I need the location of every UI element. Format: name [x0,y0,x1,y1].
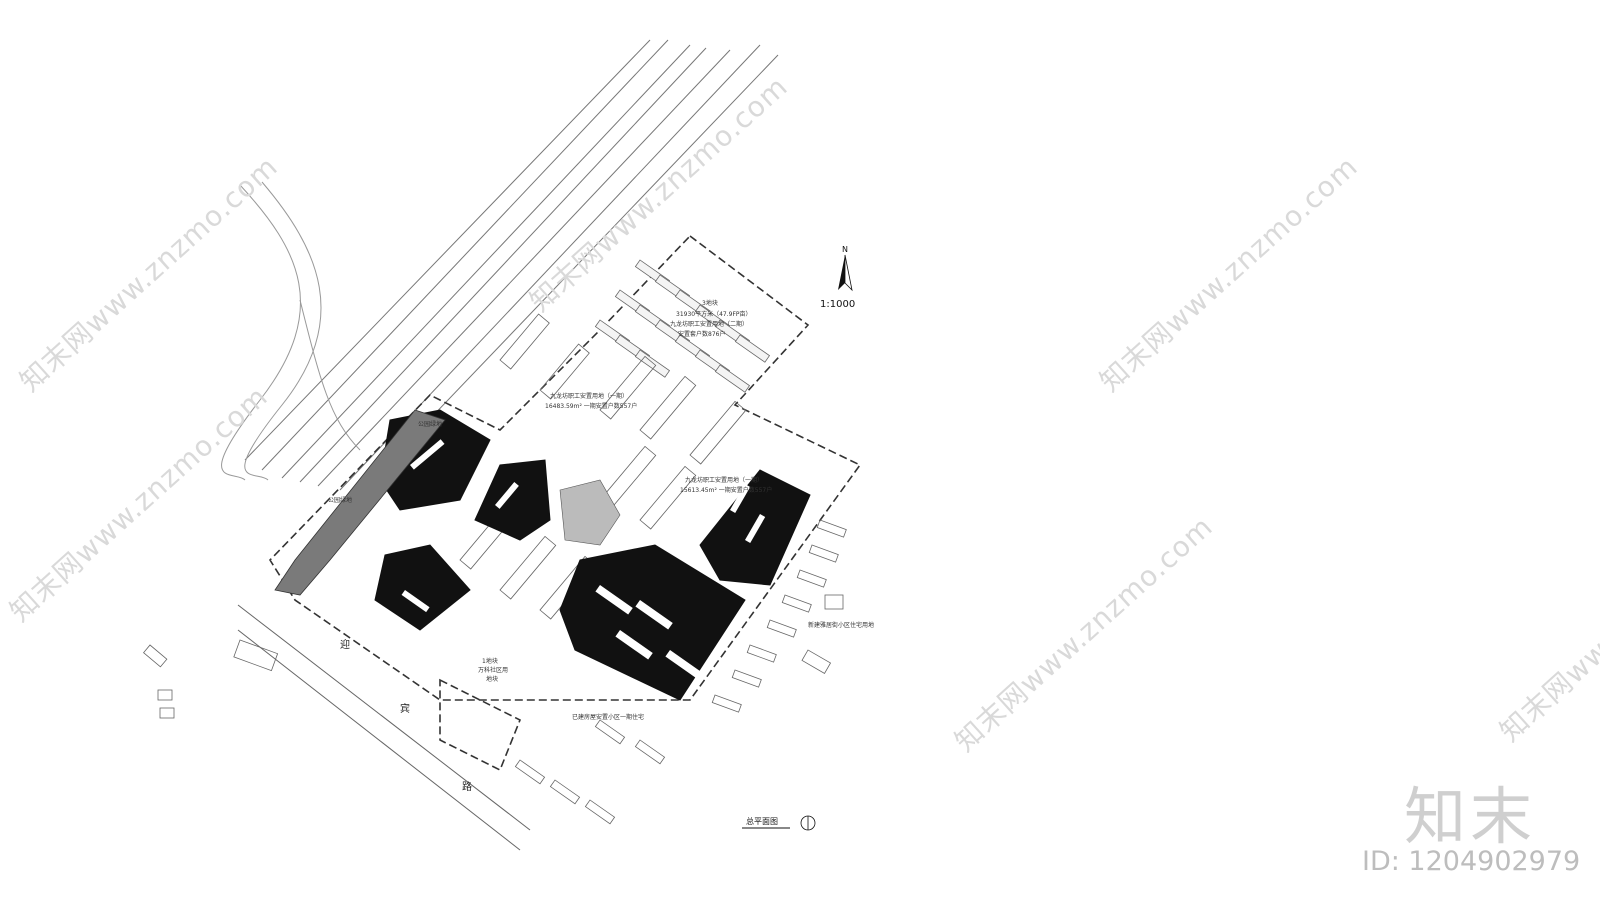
north-block-buildings [594,259,771,393]
block-area-label: 31930平方米（47.9FP亩） [676,310,752,318]
plan-title: 总平面图 [742,815,816,831]
north-arrow: N [838,245,853,292]
housing-site-1-south-area: 15613.45m² 一期安置户数557户 [680,486,772,494]
school-label-3: 地块 [486,675,498,683]
east-neighbor-label: 新建雅居街小区住宅用地 [808,621,874,629]
plan-labels: 3地块 31930平方米（47.9FP亩） 九龙坊职工安置用地（二期） 安置套户… [328,299,874,721]
housing-site-1-north-area: 16483.59m² 一期安置户数557户 [545,402,637,410]
housing-site-1-north-label: 九龙坊职工安置用地（一期） [550,392,628,400]
green-label-2: 公园绿地 [328,496,352,504]
school-label-2: 万科社区用 [478,666,508,674]
west-scattered-buildings [143,639,279,719]
scale-label: 1:1000 [820,299,855,310]
dark-residential-blocks [374,409,811,701]
south-road [237,604,531,851]
plaza-hatch [559,479,621,546]
school-label-1: 1地块 [482,657,498,665]
road-char-1: 迎 [340,639,350,651]
housing-site-2-label: 九龙坊职工安置用地（二期） [670,320,748,328]
housing-site-1-south-label: 九龙坊职工安置用地（一期） [685,476,763,484]
site-boundary [268,234,862,772]
north-letter: N [842,245,848,254]
block-label: 3地块 [702,299,718,307]
image-id-label: ID: 1204902979 [1362,846,1581,877]
railway-lines [244,39,779,493]
west-curved-road [221,181,361,481]
housing-site-2-count: 安置套户数876户 [678,330,725,338]
central-outline-buildings [459,313,747,620]
road-name: 迎 宾 路 [340,639,472,793]
east-scattered-buildings [711,519,847,713]
brand-logo: 知末 [1404,780,1537,853]
road-char-2: 宾 [400,702,410,715]
south-neighbor-label: 已建房屋安置小区一期住宅 [572,713,644,721]
south-scattered-buildings [514,719,666,825]
road-char-3: 路 [462,780,472,793]
green-label-1: 公园绿地 [418,420,442,428]
courtyards [401,439,766,680]
park-green-strip [274,409,446,596]
plan-title-text: 总平面图 [746,816,778,826]
